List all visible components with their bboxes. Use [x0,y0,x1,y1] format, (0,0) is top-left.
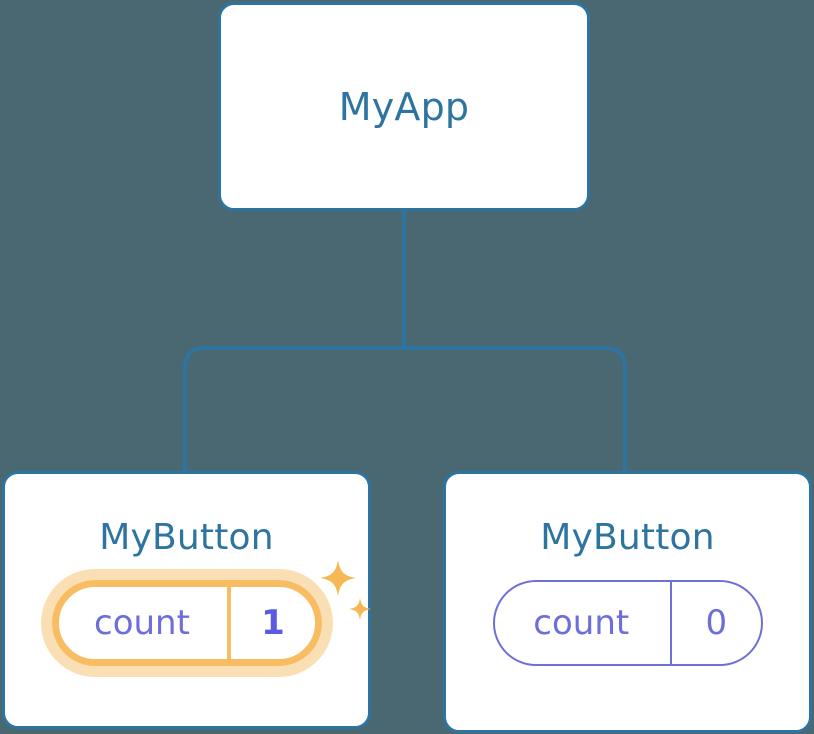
node-title: MyApp [338,84,470,129]
state-pill[interactable]: count 0 [492,580,763,666]
state-pill[interactable]: count 1 [51,580,322,666]
sparkle-icon [348,598,371,620]
sparkle-icon [319,560,356,596]
connector-branch-bar [183,346,627,471]
state-key: count [533,603,630,643]
node-title: MyButton [99,517,274,558]
state-value: 1 [227,587,314,659]
node-mybutton-1[interactable]: MyButton count 0 [443,471,812,733]
state-pill-container: count 0 [492,580,763,666]
node-mybutton-0[interactable]: MyButton count 1 [2,471,371,729]
sparkle-group [316,558,378,632]
state-pill-glow [40,569,333,677]
node-myapp[interactable]: MyApp [218,2,590,211]
state-value: 0 [670,582,760,664]
node-title: MyButton [540,517,715,558]
state-pill-container: count 1 [40,560,371,677]
state-key: count [94,603,190,643]
